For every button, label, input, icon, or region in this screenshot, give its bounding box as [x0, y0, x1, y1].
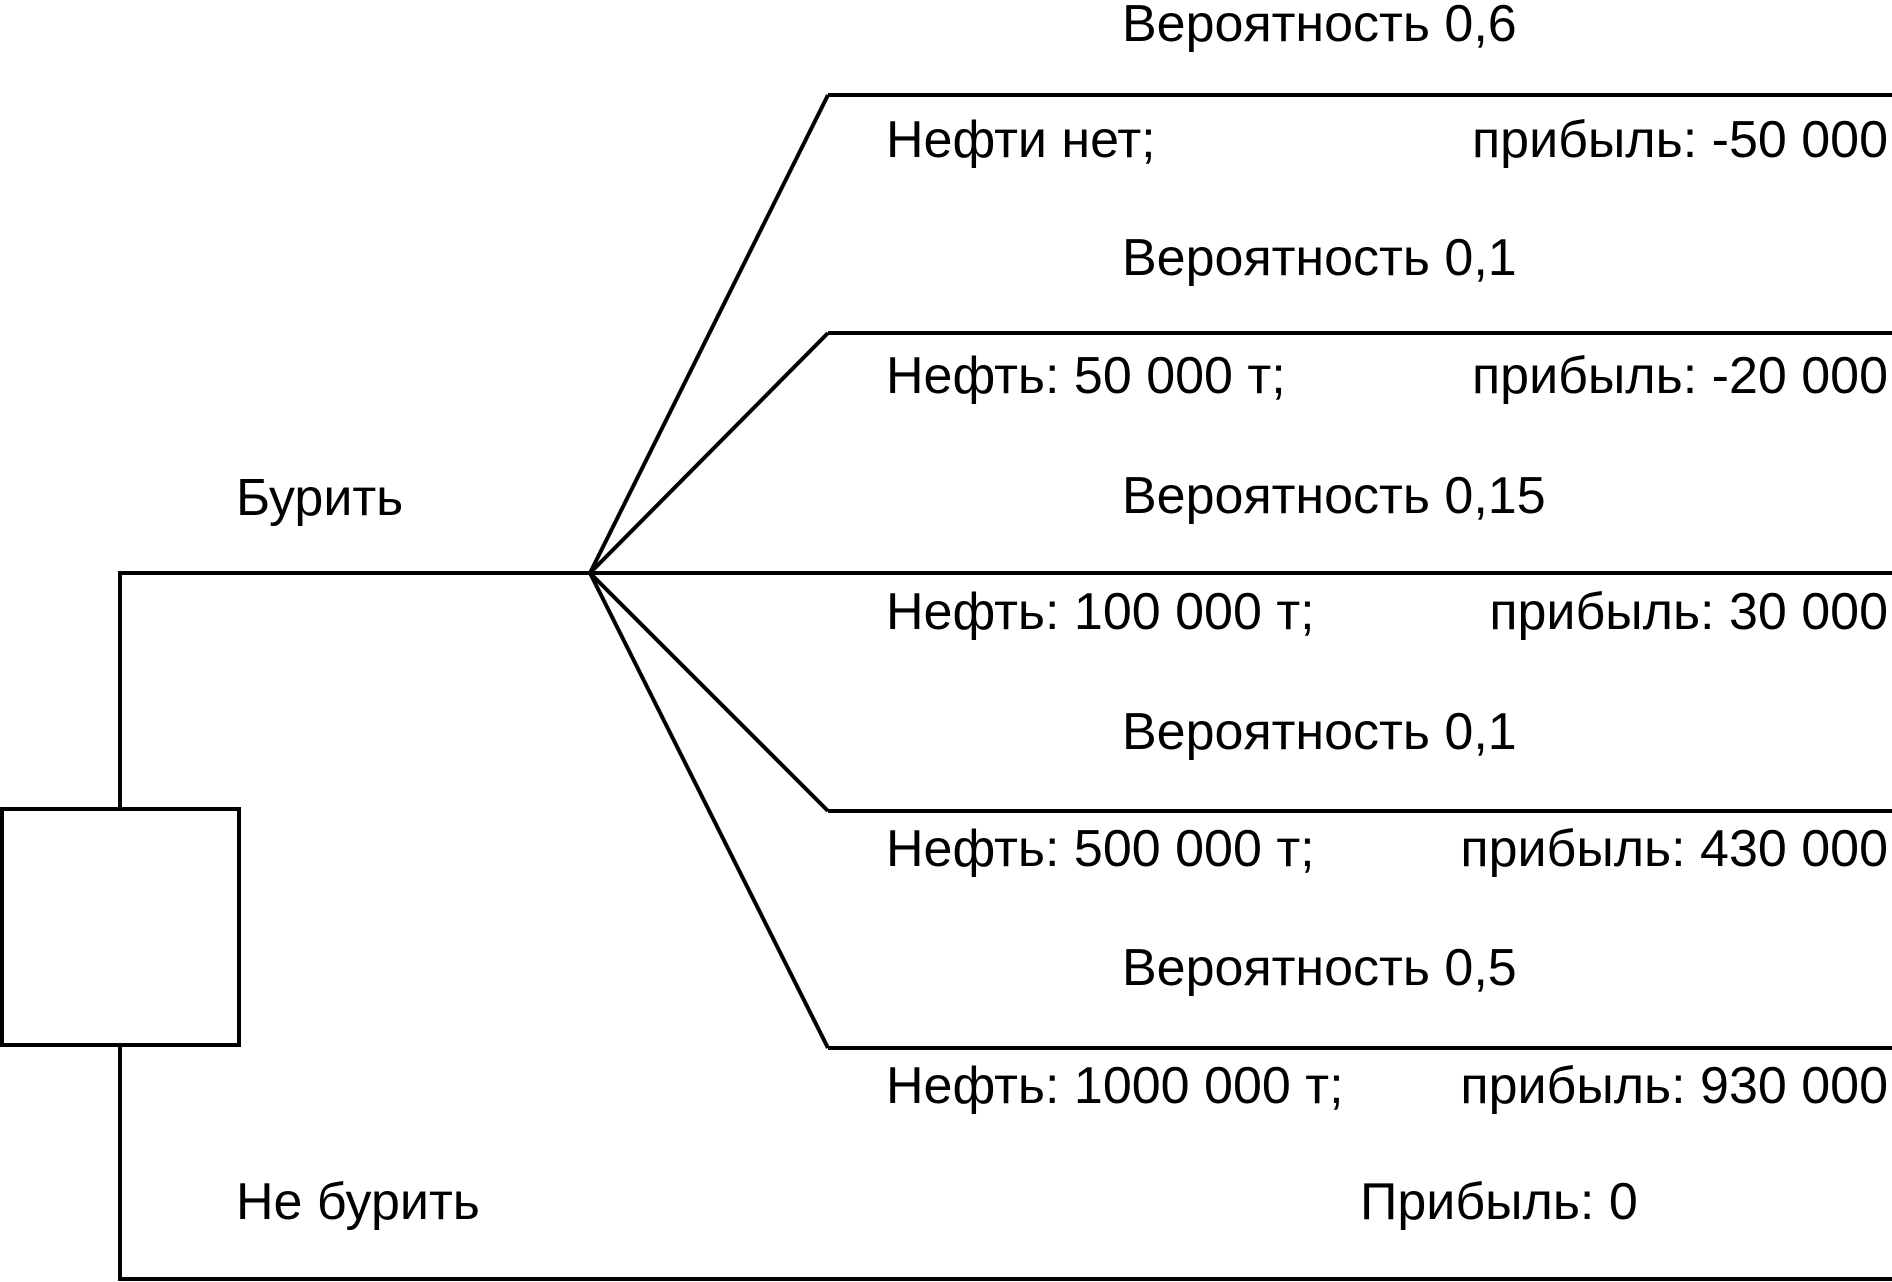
outcome-label: Нефти нет;: [886, 111, 1156, 169]
no-drill-profit: Прибыль: 0: [1360, 1173, 1638, 1231]
drill-label: Бурить: [236, 469, 404, 527]
fan-line-4: [588, 571, 830, 813]
profit-label: прибыль: -20 000: [1472, 347, 1888, 405]
profit-label: прибыль: 930 000: [1460, 1057, 1888, 1115]
outcome-label: Нефть: 100 000 т;: [886, 583, 1315, 641]
outcome-label: Нефть: 50 000 т;: [886, 347, 1286, 405]
profit-label: прибыль: 430 000: [1460, 820, 1888, 878]
outcome-label: Нефть: 500 000 т;: [886, 820, 1315, 878]
fan-line-2: [588, 331, 830, 575]
profit-label: прибыль: 30 000: [1489, 583, 1888, 641]
probability-label: Вероятность 0,5: [1122, 939, 1517, 997]
fan-line-5: [588, 572, 830, 1049]
no-drill-label: Не бурить: [236, 1173, 480, 1231]
probability-label: Вероятность 0,15: [1122, 467, 1546, 525]
probability-label: Вероятность 0,1: [1122, 229, 1517, 287]
profit-label: прибыль: -50 000: [1472, 111, 1888, 169]
probability-label: Вероятность 0,1: [1122, 703, 1517, 761]
outcome-label: Нефть: 1000 000 т;: [886, 1057, 1344, 1115]
fan-line-1: [588, 94, 830, 574]
probability-label: Вероятность 0,6: [1122, 0, 1517, 53]
decision-node: [0, 807, 241, 1047]
